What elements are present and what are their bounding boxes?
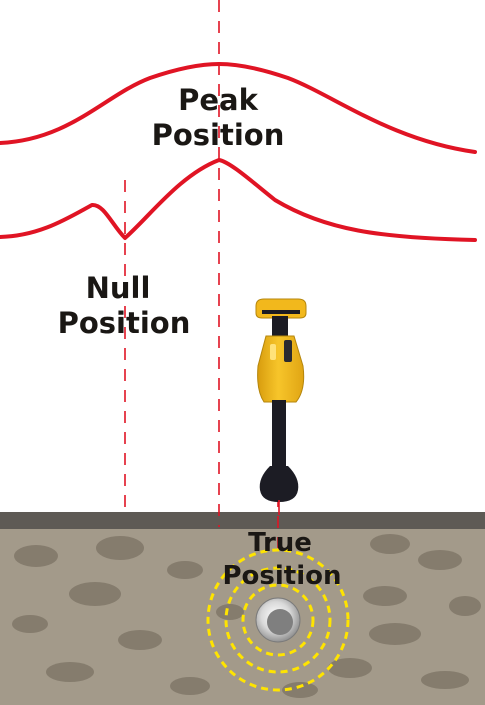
peak-label-line1: Peak bbox=[178, 83, 258, 117]
true-label-line1: True bbox=[248, 528, 312, 558]
signal-rings bbox=[206, 548, 350, 692]
null-curve bbox=[0, 158, 477, 242]
buried-pipe-icon bbox=[255, 597, 301, 643]
ground-surface bbox=[0, 512, 485, 529]
soil-stones bbox=[12, 534, 481, 698]
null-label-line1: Null bbox=[86, 271, 151, 305]
peak-curve bbox=[0, 61, 477, 154]
null-label-line2: Position bbox=[58, 306, 191, 340]
peak-label-line2: Position bbox=[152, 118, 285, 152]
cable-locator-icon bbox=[255, 298, 307, 515]
true-label-line2: Position bbox=[222, 561, 341, 591]
guide-lines bbox=[124, 0, 279, 548]
